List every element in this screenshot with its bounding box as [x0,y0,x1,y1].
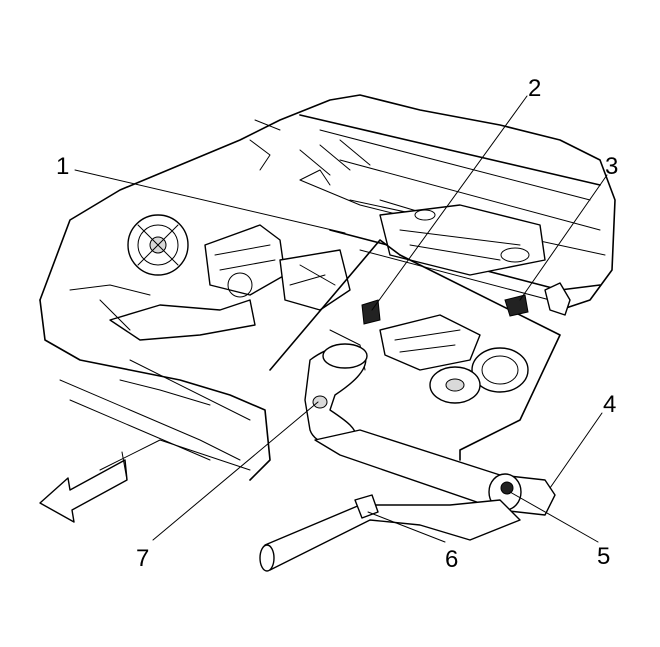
pipe-inlet [322,343,368,369]
leader-1 [74,169,346,234]
tailpipe [264,499,521,571]
tailpipe-outlet [259,544,275,572]
callout-2: 2 [528,75,541,102]
callout-5: 5 [597,543,610,570]
callout-labels: 1 2 3 4 5 6 7 [56,75,618,573]
callout-7: 7 [136,545,149,572]
leader-6 [367,511,446,543]
leader-3 [519,174,608,301]
leader-5 [509,491,599,543]
callout-1: 1 [56,153,69,180]
callout-6: 6 [445,546,458,573]
exhaust-assembly [259,294,556,572]
leader-2 [371,95,528,311]
exhaust-area-outline [269,239,561,461]
leader-4 [549,412,603,489]
front-hanger [312,395,328,409]
callout-3: 3 [605,153,618,180]
leader-lines [74,95,608,543]
leader-7 [152,401,319,541]
callout-4: 4 [603,391,616,418]
tailpipe-clamp [354,494,379,519]
hanger-insulator-2 [361,299,381,325]
hanger-insulator-3 [504,294,529,317]
front-direction-arrow [39,451,128,523]
rear-hanger-insulator [500,481,514,495]
